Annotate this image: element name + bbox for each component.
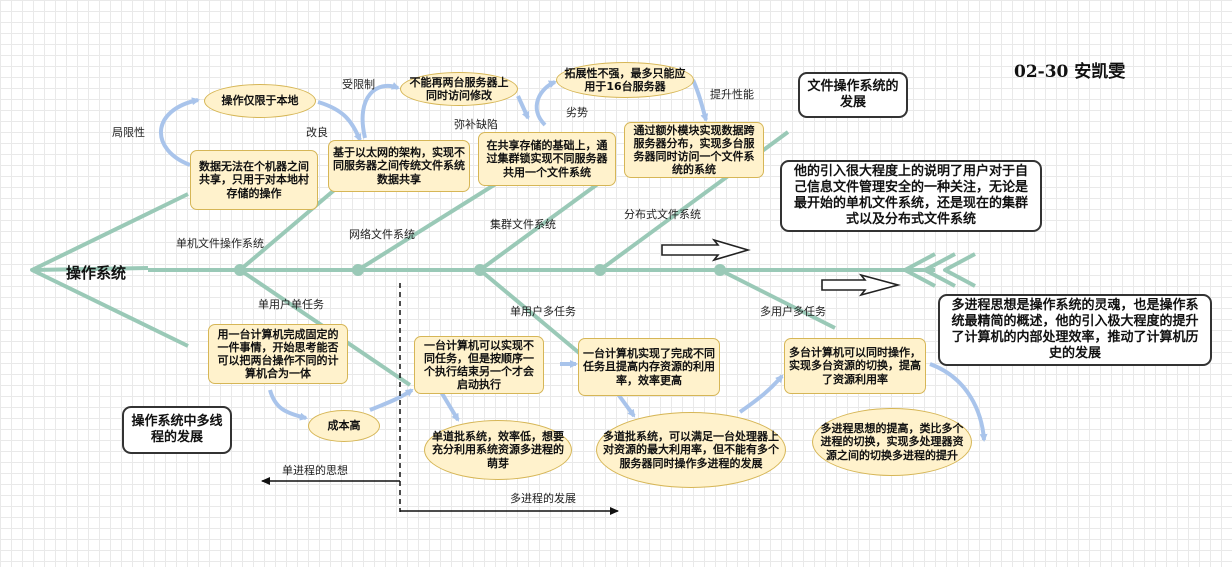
note-user-concern: 他的引入很大程度上的说明了用户对于自己信息文件管理安全的一种关注，无论是最开始的… (780, 160, 1042, 232)
note-multithread-development: 操作系统中多线程的发展 (122, 406, 232, 454)
edge-label-improvement: 改良 (306, 126, 328, 139)
branch-label-single-user-multi-task: 单用户多任务 (510, 305, 576, 318)
hollow-arrows (661, 238, 902, 297)
box-no-data-sharing: 数据无法在个机器之间共享，只用于对本地村存储的操作 (190, 150, 318, 210)
box-sequential-tasks: 一台计算机可以实现不同任务，但是按顺序一个执行结束另一个才会启动执行 (414, 336, 544, 394)
flow-arrows (159, 79, 988, 442)
box-memory-utilization: 一台计算机实现了完成不同任务且提高内存资源的利用率，效率更高 (578, 338, 720, 396)
branch-label-distributed-fs: 分布式文件系统 (624, 208, 701, 221)
box-distributed-module: 通过额外模块实现数据跨服务器分布，实现多台服务器同时访问一个文件系统的系统 (624, 122, 764, 178)
note-fs-development: 文件操作系统的发展 (798, 72, 908, 118)
branch-label-multi-user-multi-task: 多用户多任务 (760, 305, 826, 318)
edge-label-disadvantage: 劣势 (566, 106, 588, 119)
box-scalability-limit: 拓展性不强，最多只能应用于16台服务器 (556, 62, 694, 98)
edge-label-restricted: 受限制 (342, 78, 375, 91)
note-multi-process-soul: 多进程思想是操作系统的灵魂，也是操作系统最精简的概述，他的引入极大程度的提升了计… (938, 294, 1212, 366)
box-high-cost: 成本高 (308, 410, 380, 442)
bone-joints (234, 264, 726, 276)
box-multi-process-improvement: 多进程思想的提高，类比多个进程的切换，实现多处理器资源之间的切换多进程的提升 (812, 408, 972, 476)
box-multi-batch: 多道批系统，可以满足一台处理器上对资源的最大利用率，但不能有多个服务器同时操作多… (596, 412, 786, 488)
edge-label-remedy: 弥补缺陷 (454, 118, 498, 131)
fish-head (30, 192, 189, 348)
fish-tail (903, 252, 976, 288)
edge-label-limitation: 局限性 (112, 126, 145, 139)
box-local-only: 操作仅限于本地 (204, 84, 316, 118)
branch-label-single-user-single-task: 单用户单任务 (258, 298, 324, 311)
branch-label-standalone-fs: 单机文件操作系统 (176, 237, 264, 250)
timeline-label-multi-process: 多进程的发展 (510, 492, 576, 505)
branch-label-cluster-fs: 集群文件系统 (490, 218, 556, 231)
fish-head-label: 操作系统 (66, 264, 127, 282)
timeline (261, 283, 619, 515)
box-no-concurrent-edit: 不能再两台服务器上同时访问修改 (400, 72, 518, 106)
box-ethernet-architecture: 基于以太网的架构，实现不同服务器之间传统文件系统数据共享 (328, 140, 470, 192)
box-cluster-lock: 在共享存储的基础上，通过集群锁实现不同服务器共用一个文件系统 (478, 132, 616, 186)
box-single-batch: 单道批系统，效率低，想要充分利用系统资源多进程的萌芽 (424, 420, 572, 480)
box-single-task: 用一台计算机完成固定的一件事情，开始思考能否可以把两台操作不同的计算机合为一体 (208, 324, 348, 384)
edge-label-performance: 提升性能 (710, 88, 754, 101)
branch-label-network-fs: 网络文件系统 (349, 228, 415, 241)
page-title: 02-30 安凯雯 (1014, 62, 1126, 82)
timeline-label-single-process: 单进程的思想 (282, 464, 348, 477)
box-multi-computer: 多台计算机可以同时操作，实现多台资源的切换，提高了资源利用率 (784, 338, 926, 394)
